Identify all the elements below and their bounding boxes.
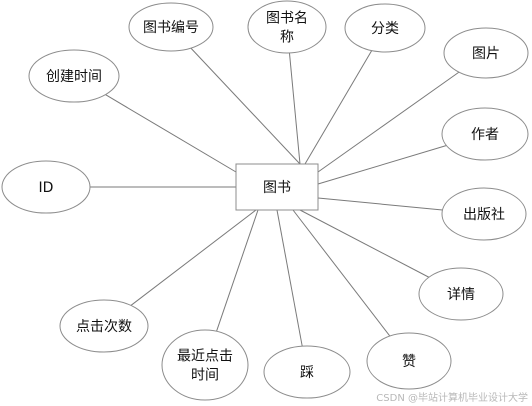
attribute-like: 赞 xyxy=(366,332,452,390)
edge-author xyxy=(317,145,447,185)
attribute-author: 作者 xyxy=(441,107,529,161)
attribute-label: 出版社 xyxy=(463,207,505,223)
attribute-label: 踩 xyxy=(300,365,314,381)
watermark: CSDN @毕站计算机毕业设计大学 xyxy=(376,393,528,404)
entity-label: 图书 xyxy=(263,180,291,196)
edge-last-click-time xyxy=(216,209,259,332)
edge-book-no xyxy=(190,47,301,165)
attribute-label: 最近点击 xyxy=(177,349,233,365)
attribute-ellipse xyxy=(344,3,426,53)
attribute-book-no: 图书编号 xyxy=(128,2,214,52)
edge-detail xyxy=(299,209,430,278)
attribute-ellipse xyxy=(366,332,452,390)
attribute-dislike: 踩 xyxy=(263,345,351,399)
edge-publisher xyxy=(317,197,443,211)
attribute-label: 称 xyxy=(280,30,294,46)
attribute-ellipse xyxy=(128,2,214,52)
attribute-label: 图片 xyxy=(472,46,500,62)
attribute-label: 点击次数 xyxy=(76,319,132,335)
attribute-image: 图片 xyxy=(443,27,529,79)
attribute-label: 创建时间 xyxy=(46,69,102,85)
attribute-ellipse xyxy=(59,299,149,353)
attribute-label: 作者 xyxy=(471,127,499,143)
attribute-label: 时间 xyxy=(191,368,219,384)
attribute-label: 图书名 xyxy=(266,11,308,27)
attribute-id: ID xyxy=(1,160,91,214)
attribute-ellipse xyxy=(161,329,249,401)
attribute-ellipse xyxy=(28,49,120,103)
attribute-publisher: 出版社 xyxy=(441,187,527,241)
attribute-category: 分类 xyxy=(344,3,426,53)
attribute-detail: 详情 xyxy=(418,267,504,321)
attribute-ellipse xyxy=(441,107,529,161)
attribute-ellipse xyxy=(247,0,327,54)
edge-image xyxy=(317,71,460,173)
attribute-ellipse xyxy=(418,267,504,321)
edges xyxy=(90,47,460,347)
entity-node: 图书 xyxy=(235,163,319,211)
edge-click-count xyxy=(130,209,257,306)
edge-create-time xyxy=(105,94,237,173)
attribute-create-time: 创建时间 xyxy=(28,49,120,103)
attribute-ellipse xyxy=(1,160,91,214)
edge-category xyxy=(304,50,373,165)
attribute-label: 详情 xyxy=(447,287,475,303)
attribute-label: 分类 xyxy=(371,21,399,37)
attribute-label: 赞 xyxy=(402,354,416,370)
attribute-ellipse xyxy=(443,27,529,79)
attribute-click-count: 点击次数 xyxy=(59,299,149,353)
attribute-label: 图书编号 xyxy=(143,20,199,36)
edge-book-name xyxy=(288,52,301,165)
attribute-ellipse xyxy=(263,345,351,399)
attribute-ellipse xyxy=(441,187,527,241)
entity-box xyxy=(235,163,319,211)
edge-like xyxy=(292,209,391,337)
edge-dislike xyxy=(276,209,303,347)
attribute-label: ID xyxy=(39,180,54,196)
